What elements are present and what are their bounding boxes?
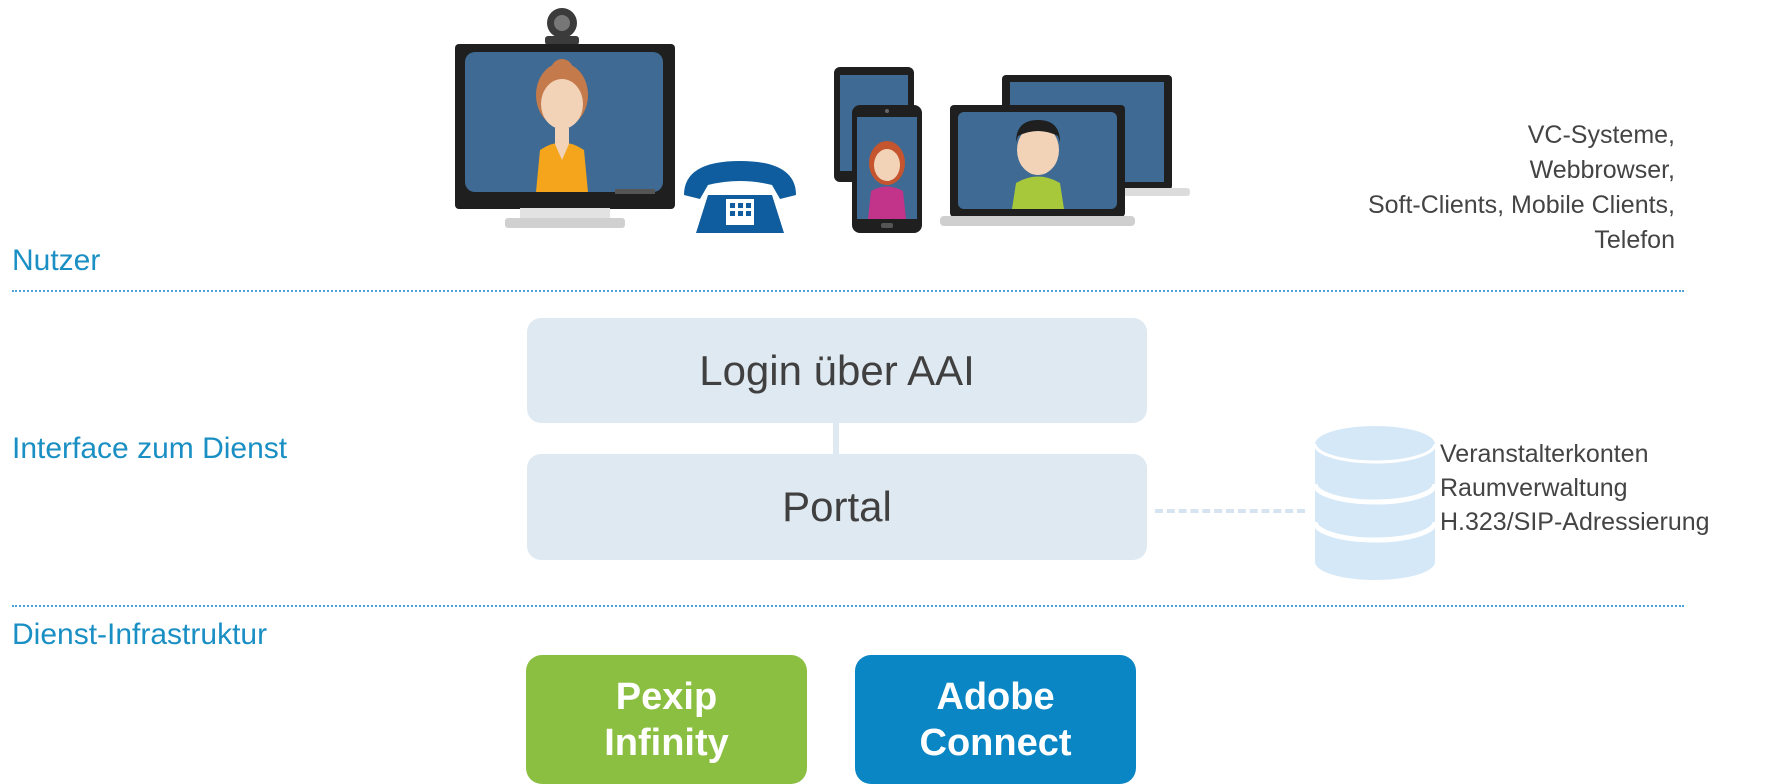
devices-illustration xyxy=(450,0,1190,240)
service-name-line: Adobe xyxy=(936,675,1055,718)
section-label-users: Nutzer xyxy=(12,244,101,277)
section-divider xyxy=(12,290,1684,292)
video-conference-system-icon xyxy=(455,8,675,228)
database-line: H.323/SIP-Adressierung xyxy=(1440,508,1710,536)
device-type-line: VC-Systeme, xyxy=(1527,121,1675,149)
service-name-line: Infinity xyxy=(604,721,729,764)
laptop-icon xyxy=(940,75,1190,226)
portal-database-link xyxy=(1155,509,1305,513)
portal-box: Portal xyxy=(527,454,1147,560)
pexip-infinity-box: Pexip Infinity xyxy=(526,655,807,784)
service-name-line: Connect xyxy=(919,721,1072,764)
service-name-line: Pexip xyxy=(615,675,718,718)
section-divider xyxy=(12,605,1684,607)
login-portal-connector xyxy=(833,423,839,454)
adobe-connect-box: Adobe Connect xyxy=(855,655,1136,784)
section-label-infrastructure: Dienst-Infrastruktur xyxy=(12,618,268,651)
database-line: Raumverwaltung xyxy=(1440,474,1628,502)
desk-phone-icon xyxy=(684,161,796,233)
database-icon xyxy=(1312,426,1438,580)
device-type-line: Webbrowser, xyxy=(1529,156,1675,184)
login-box: Login über AAI xyxy=(527,318,1147,423)
database-description: Veranstalterkonten Raumverwaltung H.323/… xyxy=(1440,437,1710,539)
device-type-line: Telefon xyxy=(1594,226,1675,254)
tablet-phone-icon xyxy=(834,67,922,233)
device-type-line: Soft-Clients, Mobile Clients, xyxy=(1367,191,1675,219)
device-types-text: VC-Systeme, Webbrowser, Soft-Clients, Mo… xyxy=(1368,118,1675,258)
database-line: Veranstalterkonten xyxy=(1440,440,1649,468)
section-label-interface: Interface zum Dienst xyxy=(12,432,288,465)
